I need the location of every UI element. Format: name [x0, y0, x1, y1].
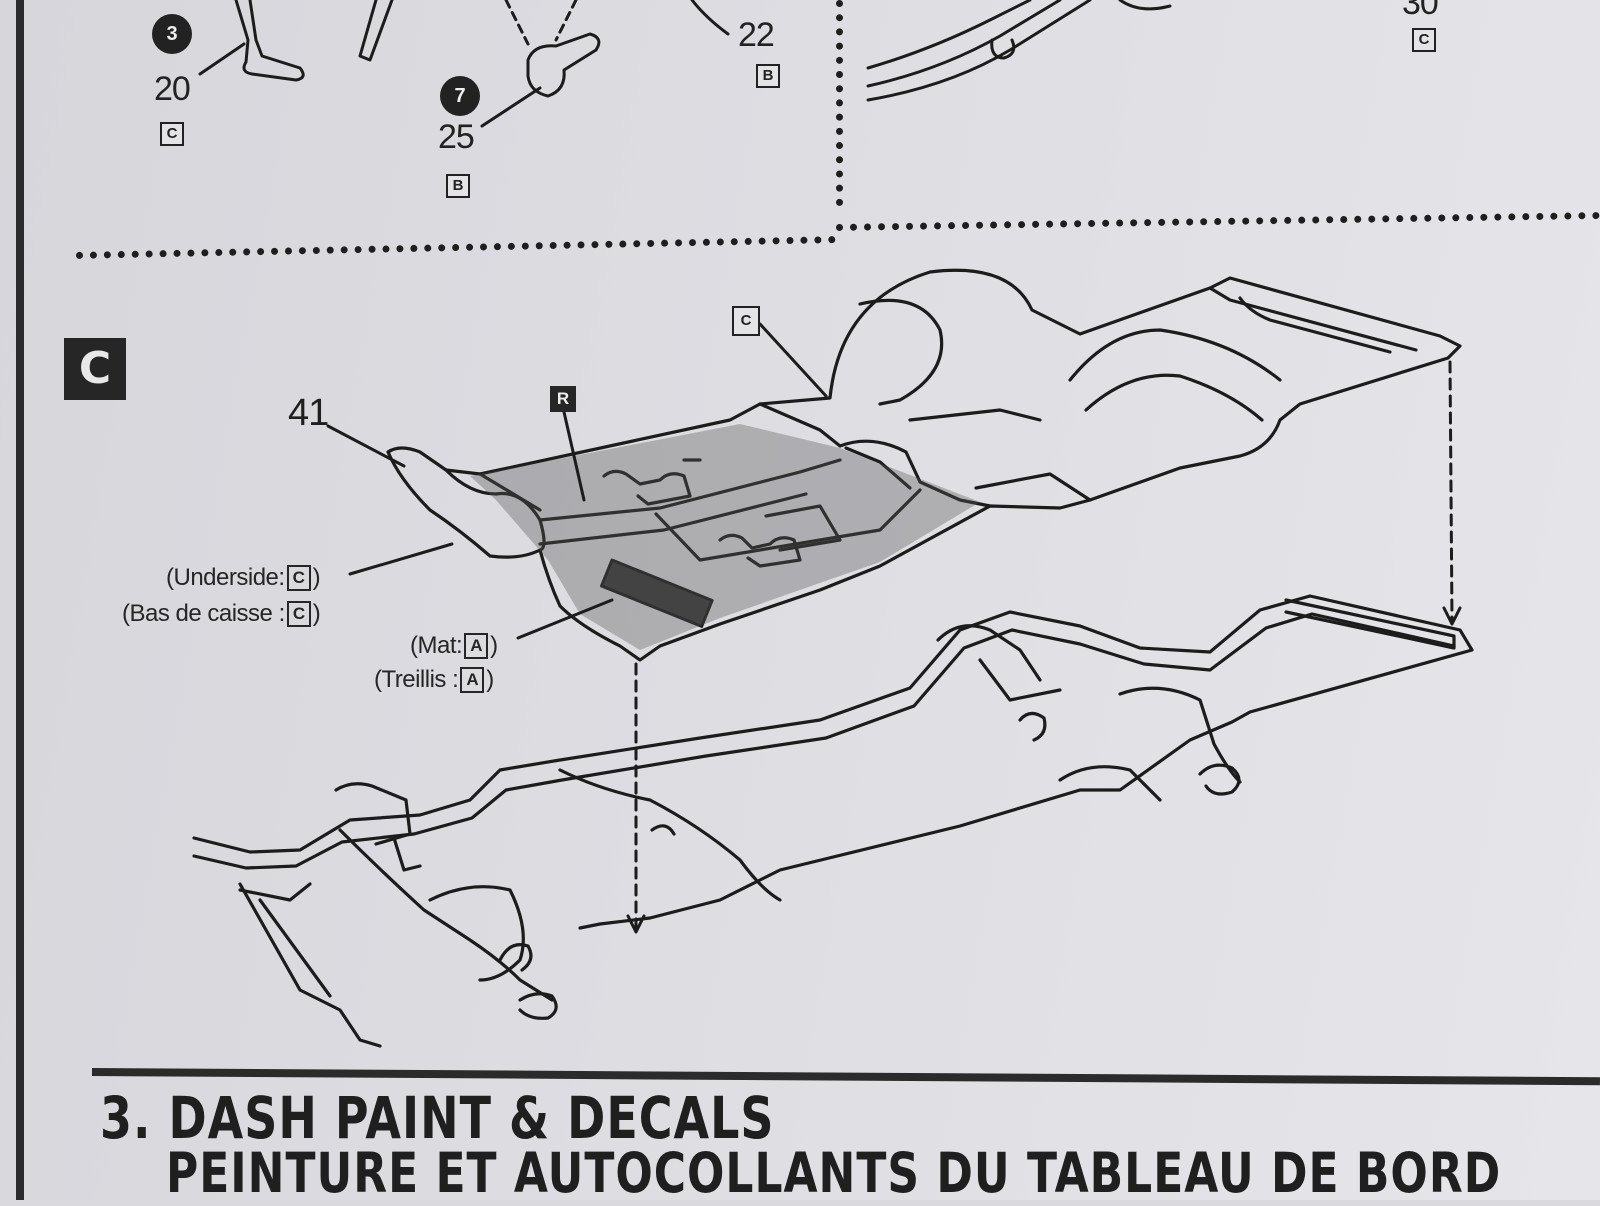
leader-c — [758, 322, 828, 398]
leader-mat — [516, 598, 614, 640]
rear-frame-top-drawing — [866, 0, 1172, 102]
mat-note-en: (Mat:A) — [410, 632, 498, 660]
section-heading-fr: PEINTURE ET AUTOCOLLANTS DU TABLEAU DE B… — [166, 1142, 1501, 1206]
drop-line-rear — [1448, 360, 1454, 622]
part-box-25: B — [446, 174, 470, 198]
underside-en-close: ) — [312, 564, 321, 591]
drop-arrow-rear — [1442, 606, 1462, 626]
mat-en-close: ) — [490, 632, 498, 659]
underside-note-fr: (Bas de caisse :C) — [122, 600, 321, 628]
floor-color-badge: R — [550, 386, 576, 412]
floor-stipple — [470, 424, 980, 650]
underside-en-box: C — [286, 565, 311, 591]
leader-41 — [326, 424, 406, 468]
mat-fr-close: ) — [486, 666, 494, 693]
part-22-leader — [690, 0, 730, 36]
section-heading-en: 3. DASH PAINT & DECALS — [100, 1084, 775, 1152]
mat-note-fr: (Treillis :A) — [374, 666, 494, 694]
part-number-20: 20 — [154, 70, 191, 108]
underside-en-text: (Underside: — [166, 564, 285, 591]
part-number-41: 41 — [288, 392, 329, 434]
drop-arrow-front — [626, 914, 646, 934]
underside-fr-close: ) — [312, 600, 321, 627]
step-circle-3: 3 — [152, 14, 192, 54]
step-circle-7: 7 — [440, 76, 480, 116]
part-box-20: C — [160, 122, 184, 146]
mat-fr-text: (Treillis : — [374, 666, 459, 693]
part-box-22: B — [756, 64, 780, 88]
part-25-drawing — [480, 0, 601, 128]
chassis-frame-drawing — [192, 594, 1474, 1048]
part-20-drawing — [198, 0, 305, 82]
floor-mat-drawing — [600, 558, 714, 628]
wedge-part-drawing — [358, 0, 394, 62]
mat-en-text: (Mat: — [410, 632, 463, 659]
floor-part-box: C — [732, 306, 760, 336]
left-margin-rule — [16, 0, 24, 1200]
mat-fr-box: A — [460, 667, 485, 693]
leader-r — [562, 410, 586, 502]
floor-pan-drawing — [386, 268, 1462, 662]
part-number-25: 25 — [438, 118, 475, 156]
underside-fr-text: (Bas de caisse : — [122, 600, 285, 627]
section-title-en: DASH PAINT & DECALS — [168, 1084, 775, 1152]
part-number-22: 22 — [738, 16, 775, 54]
part-box-30: C — [1412, 28, 1436, 52]
step-label: C — [64, 338, 126, 400]
part-number-30: 30 — [1402, 0, 1439, 22]
underside-note-en: (Underside:C) — [166, 564, 321, 592]
leader-underside — [348, 542, 454, 576]
underside-fr-box: C — [286, 601, 311, 627]
section-number: 3. — [100, 1084, 152, 1152]
mat-en-box: A — [464, 633, 489, 659]
section-title-fr: PEINTURE ET AUTOCOLLANTS DU TABLEAU DE B… — [166, 1142, 1502, 1206]
top-divider-vertical — [836, 0, 843, 206]
